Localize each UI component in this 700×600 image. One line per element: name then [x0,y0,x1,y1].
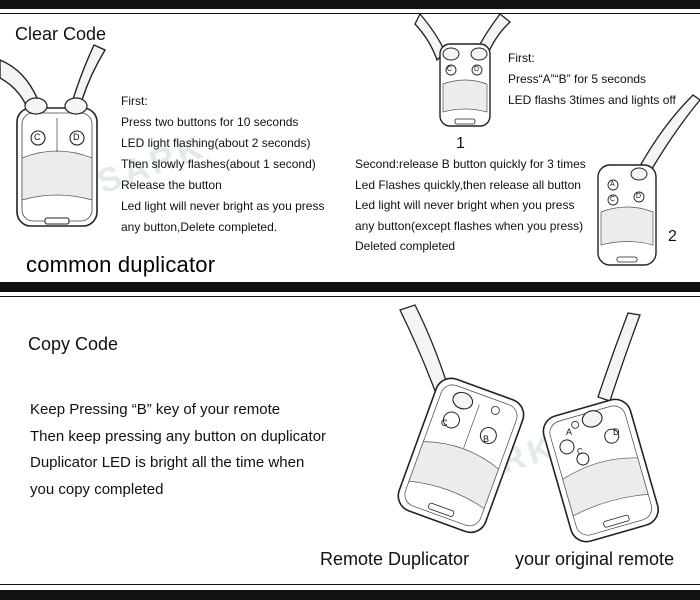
button-c-label: C [34,132,41,142]
step-line: Led light will never bright when you pre… [355,198,575,212]
step-line: Led Flashes quickly,then release all but… [355,177,581,192]
step2-number: 2 [668,228,677,245]
middle-border-bar [0,282,700,292]
step1-number: 1 [456,135,465,152]
duplicator-button-c-label: C [441,418,448,428]
middle-border-line [0,296,700,297]
step2-button-c-label: C [610,196,616,203]
common-duplicator-label: common duplicator [26,252,216,277]
step-line: Deleted completed [355,239,456,253]
remote-duplicator-illustration [397,304,525,534]
step2-button-a-label: A [610,181,615,188]
step-line: LED light flashing(about 2 seconds) [121,136,311,150]
step-line: any button,Delete completed. [121,220,278,234]
original-remote-illustration [542,312,659,543]
step-line: First: [508,51,535,65]
step-line: Then slowly flashes(about 1 second) [121,157,316,171]
clear-right-second: Second:release B button quickly for 3 ti… [355,154,586,257]
bottom-border-line [0,584,700,585]
common-duplicator-remote-illustration [0,44,107,227]
original-button-c-label: C [577,447,583,456]
step-line: Press two buttons for 10 seconds [121,115,299,129]
step-line: First: [121,94,148,108]
step1-button-d-label: D [474,66,480,73]
bottom-border-bar [0,590,700,600]
step-line: Duplicator LED is bright all the time wh… [30,454,305,471]
original-button-d-label: D [613,427,620,437]
caption-original-remote: your original remote [515,549,675,569]
step-line: Release the button [121,178,222,192]
top-border-bar [0,0,700,9]
step-line: Press“A”“B” for 5 seconds [508,72,647,86]
clear-right-first: First: Press“A”“B” for 5 seconds LED fla… [508,48,676,111]
copy-steps: Keep Pressing “B” key of your remote The… [30,397,326,503]
step-line: LED flashs 3times and lights off [508,93,676,107]
top-border-line [0,13,700,14]
step-line: Led light will never bright as you press [121,199,325,213]
step-line: Keep Pressing “B” key of your remote [30,401,281,418]
clear-code-title: Clear Code [15,24,107,44]
original-button-a-label: A [566,427,573,437]
duplicator-button-b-label: B [483,434,490,444]
step-line: Second:release B button quickly for 3 ti… [355,157,586,171]
step1-button-c-label: C [447,66,453,73]
caption-remote-duplicator: Remote Duplicator [320,549,470,569]
step-line: you copy completed [30,480,164,498]
original-remote-step2-illustration [597,94,700,266]
button-d-label: D [73,132,80,142]
step-line: Then keep pressing any button on duplica… [30,427,327,445]
step2-button-d-label: D [636,193,642,200]
clear-left-steps: First: Press two buttons for 10 seconds … [121,91,324,238]
original-remote-step1-illustration [414,12,511,127]
step-line: any button(except flashes when you press… [355,218,584,233]
copy-code-title: Copy Code [28,334,119,354]
